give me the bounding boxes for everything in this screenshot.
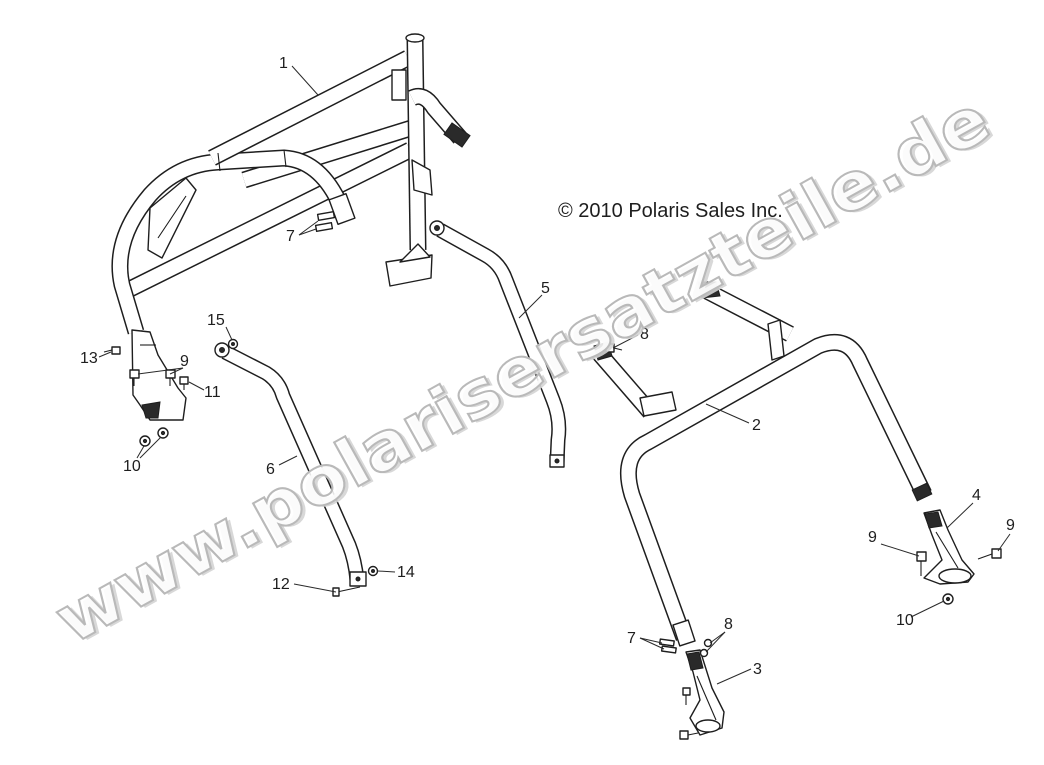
leader-lines	[98, 65, 1011, 685]
nut-15	[227, 338, 239, 350]
bolt-11	[179, 376, 189, 390]
callouts: 1 2 3 4 5 6 7 7 8 8 9 9 9 10 10 11 12 13…	[80, 55, 1015, 678]
nuts-10-left	[139, 427, 169, 447]
rear-cage-part-2	[594, 281, 932, 647]
callout-5: 5	[541, 280, 550, 297]
callout-9-left: 9	[180, 353, 189, 370]
callout-6: 6	[266, 461, 275, 478]
rear-cage-cross-plate	[639, 391, 677, 417]
callout-12: 12	[272, 576, 290, 593]
nut-14	[367, 565, 379, 577]
left-foot-bracket-part-3	[685, 649, 725, 736]
bolt-9-far-right	[977, 548, 1002, 560]
pin-7-top	[314, 210, 336, 233]
callout-15: 15	[207, 312, 225, 329]
copyright-notice: © 2010 Polaris Sales Inc.	[558, 200, 783, 222]
callout-9-far-right: 9	[1006, 517, 1015, 534]
hardware	[103, 210, 1002, 740]
nut-10-right	[942, 593, 954, 605]
pins-7-bottom	[658, 638, 677, 654]
callout-14: 14	[397, 564, 415, 581]
callout-10-left: 10	[123, 458, 141, 475]
rear-cage-brace-part-5	[429, 220, 564, 467]
front-cage-part-1	[120, 34, 471, 421]
front-cage-side-plate	[147, 177, 197, 259]
bolt-under-part-3	[679, 687, 699, 740]
front-cage-left-bracket	[131, 329, 187, 421]
bolt-13	[103, 346, 121, 355]
callout-7-top: 7	[286, 228, 295, 245]
callout-2: 2	[752, 417, 761, 434]
callout-13: 13	[80, 350, 98, 367]
right-foot-bracket-part-4	[923, 509, 975, 585]
front-brace-part-6	[214, 342, 367, 586]
callout-8-bottom: 8	[724, 616, 733, 633]
callout-1: 1	[279, 55, 288, 72]
bolt-9-mid-right	[916, 551, 927, 576]
nuts-8-bottom	[699, 638, 713, 658]
callout-9-mid-right: 9	[868, 529, 877, 546]
callout-10-right: 10	[896, 612, 914, 629]
callout-4: 4	[972, 487, 981, 504]
callout-3: 3	[753, 661, 762, 678]
callout-7-bottom: 7	[627, 630, 636, 647]
callout-8-top: 8	[640, 326, 649, 343]
callout-11: 11	[204, 384, 221, 401]
bolt-12	[332, 586, 361, 597]
